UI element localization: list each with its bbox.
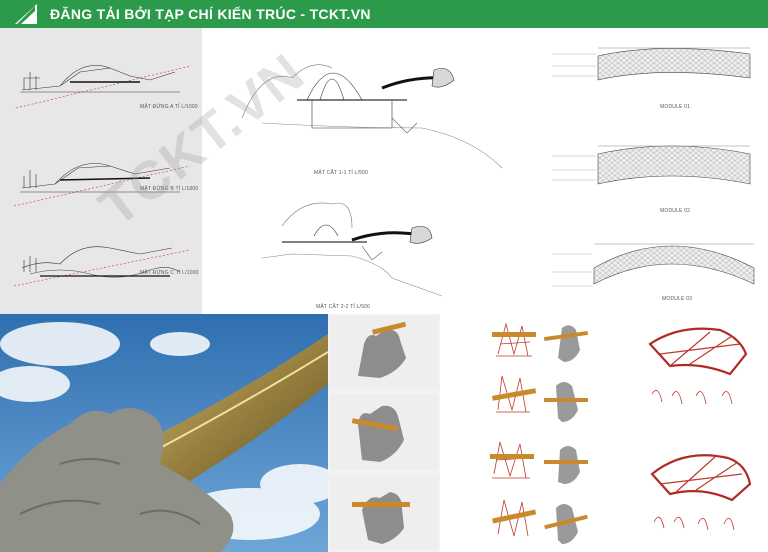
module-03-label: MODULE 03 xyxy=(662,296,693,302)
elevation-c-label: MẶT ĐỨNG C TỈ L/1000 xyxy=(140,270,199,276)
sections-panel: MẶT CẮT 1-1 TỈ L/500 MẶT CẮT 2-2 TỈ L/50… xyxy=(202,28,540,314)
elevation-a-label: MẶT ĐỨNG A TỈ L/1000 xyxy=(140,104,198,110)
module-drawings xyxy=(552,47,755,287)
bridge-photo-image xyxy=(0,314,328,552)
module-01-label: MODULE 01 xyxy=(660,104,691,110)
header-title: ĐĂNG TẢI BỞI TẠP CHÍ KIẾN TRÚC - TCKT.VN xyxy=(50,6,371,22)
module-02-label: MODULE 02 xyxy=(660,208,691,214)
structure-diagrams xyxy=(490,322,752,544)
elevations-panel: MẶT ĐỨNG A TỈ L/1000 MẶT ĐỨNG B TỈ L/100… xyxy=(0,28,202,314)
modules-panel: MODULE 01 MODULE 02 MODULE 03 xyxy=(540,28,768,314)
bridge-photo xyxy=(0,314,328,552)
hand-renders xyxy=(330,316,438,550)
section-1-1-label: MẶT CẮT 1-1 TỈ L/500 xyxy=(314,170,369,176)
header-bar: ĐĂNG TẢI BỞI TẠP CHÍ KIẾN TRÚC - TCKT.VN xyxy=(0,0,768,28)
section-2-2-label: MẶT CẮT 2-2 TỈ L/500 xyxy=(316,304,371,310)
elevation-drawings xyxy=(13,65,191,287)
elevation-b-label: MẶT ĐỨNG B TỈ L/1000 xyxy=(140,186,199,192)
magazine-logo-icon xyxy=(15,4,37,24)
section-drawings xyxy=(241,64,503,297)
structure-panel xyxy=(440,314,768,552)
hand-renders-panel xyxy=(328,314,440,552)
